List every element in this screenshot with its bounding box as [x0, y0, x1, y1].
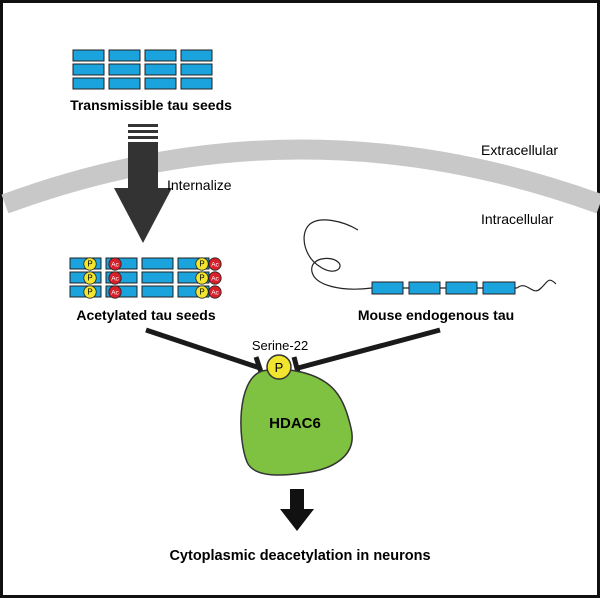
phospho-circle-label: P: [87, 260, 92, 269]
inhibition-right: [291, 327, 441, 381]
mouse-endogenous-tau: [303, 219, 557, 295]
internalize-label: Internalize: [167, 177, 232, 193]
phospho-circle-label: P: [87, 288, 92, 297]
inhibition-line-left: [145, 327, 261, 371]
serine-22-label: Serine-22: [252, 338, 308, 353]
phospho-circle-label: P: [199, 288, 204, 297]
tau-segment-icon: [180, 77, 213, 90]
internalize-arrow: [114, 124, 172, 243]
acetyl-circle-label: Ac: [211, 290, 219, 297]
acetyl-circle-label: Ac: [111, 262, 119, 269]
tau-segment-icon: [180, 49, 213, 62]
tau-segment-icon: [141, 271, 174, 284]
intracellular-label: Intracellular: [481, 211, 554, 227]
tau-segment-icon: [141, 257, 174, 270]
acetyl-circle-icon: [108, 285, 122, 299]
tau-segment-icon: [72, 49, 105, 62]
tau-segment-icon: [144, 49, 177, 62]
transmissible-tau-seeds: [72, 49, 213, 90]
tau-segment-icon: [371, 281, 404, 295]
acetyl-circle-icon: [108, 271, 122, 285]
tau-segment-icon: [108, 49, 141, 62]
tau-segment-icon: [445, 281, 478, 295]
acetyl-circle-icon: [108, 257, 122, 271]
acetyl-circle-label: Ac: [111, 276, 119, 283]
outcome-arrow: [280, 489, 314, 531]
phospho-circle-icon: [195, 271, 209, 285]
phospho-circle-icon: [83, 285, 97, 299]
phospho-circle-label: P: [199, 274, 204, 283]
mouse-endogenous-tau-label: Mouse endogenous tau: [358, 307, 514, 323]
tau-segment-icon: [141, 285, 174, 298]
cell-membrane: [1, 139, 600, 214]
tau-segment-icon: [144, 77, 177, 90]
acetyl-circle-icon: [208, 285, 222, 299]
tau-segment-icon: [108, 63, 141, 76]
phospho-circle-icon: [83, 257, 97, 271]
phospho-circle-icon: [83, 271, 97, 285]
arrow-tail-stripe-1: [128, 124, 158, 127]
transmissible-tau-seeds-label: Transmissible tau seeds: [70, 97, 232, 113]
tau-tail-left: [303, 219, 373, 290]
tau-segment-icon: [144, 63, 177, 76]
hdac6-label: HDAC6: [269, 415, 321, 432]
tau-tail-right: [516, 279, 557, 292]
acetylated-tau-seeds-label: Acetylated tau seeds: [76, 307, 215, 323]
arrow-tail-stripe-3: [128, 136, 158, 139]
phospho-circle-label: P: [199, 260, 204, 269]
acetyl-circle-icon: [208, 271, 222, 285]
tau-segment-icon: [72, 77, 105, 90]
tau-segment-icon: [180, 63, 213, 76]
extracellular-label: Extracellular: [481, 142, 558, 158]
down-arrow-icon: [280, 509, 314, 531]
hdac6-shape: [240, 368, 353, 476]
inhibition-left: [145, 327, 267, 382]
acetyl-circle-label: Ac: [211, 276, 219, 283]
down-arrow-icon: [114, 188, 172, 243]
inhibition-line-right: [297, 327, 441, 371]
outcome-label: Cytoplasmic deacetylation in neurons: [169, 548, 430, 564]
arrow-shaft: [290, 489, 304, 510]
phospho-circle-icon: [195, 285, 209, 299]
arrow-tail-stripe-2: [128, 130, 158, 133]
tau-segment-icon: [482, 281, 516, 295]
acetyl-circle-icon: [208, 257, 222, 271]
tau-segment-icon: [108, 77, 141, 90]
phospho-circle-icon: [266, 354, 292, 380]
phospho-circle-icon: [195, 257, 209, 271]
tau-segment-icon: [408, 281, 441, 295]
acetyl-circle-label: Ac: [111, 290, 119, 297]
arrow-shaft: [128, 142, 158, 188]
serine-phospho-label: P: [275, 360, 284, 375]
tau-segment-icon: [72, 63, 105, 76]
phospho-circle-label: P: [87, 274, 92, 283]
acetyl-circle-label: Ac: [211, 262, 219, 269]
